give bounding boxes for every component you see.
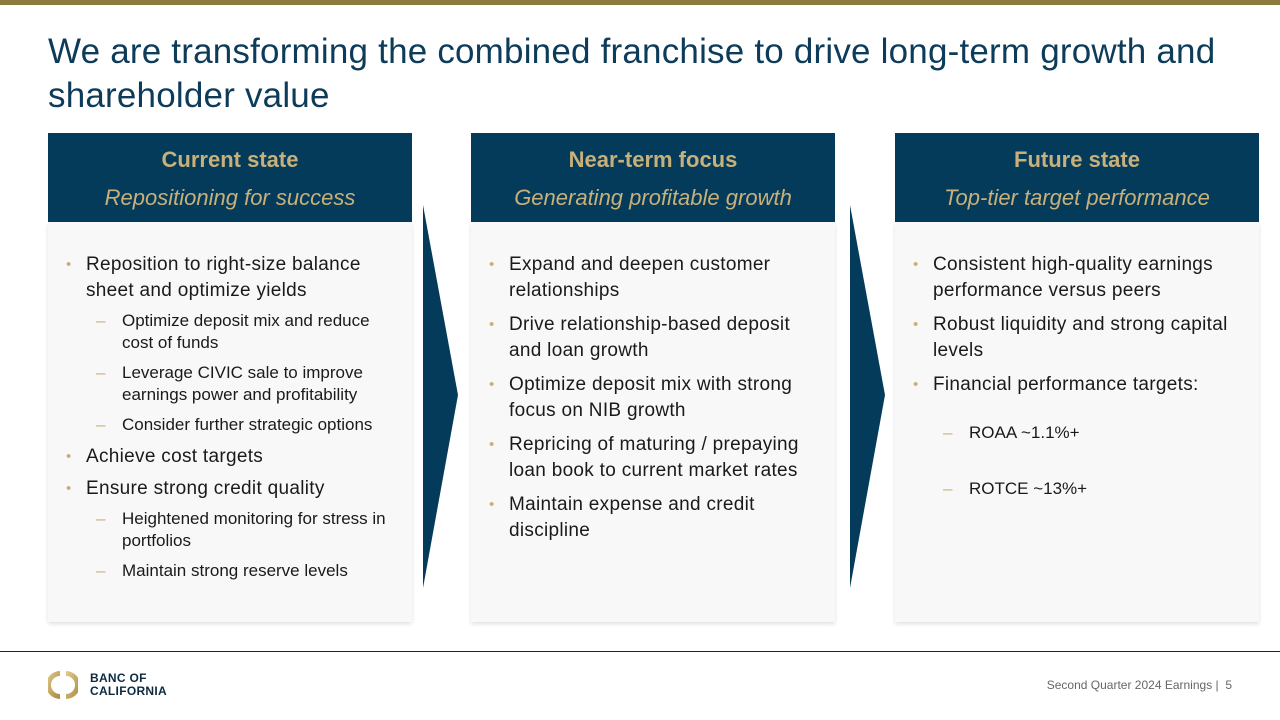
bullet-item: Drive relationship-based deposit and loa… <box>489 312 821 364</box>
logo-line-1: BANC OF <box>90 671 147 685</box>
sub-bullet-item: Maintain strong reserve levels <box>66 560 398 582</box>
sub-bullet-item: ROAA ~1.1%+ <box>913 422 1245 444</box>
bullet-item: Achieve cost targets <box>66 444 398 470</box>
footer: Second Quarter 2024 Earnings | 5 <box>1047 678 1232 692</box>
bullet-item: Reposition to right-size balance sheet a… <box>66 252 398 304</box>
footer-text: Second Quarter 2024 Earnings | <box>1046 678 1219 692</box>
bullet-item: Consistent high-quality earnings perform… <box>913 252 1245 304</box>
page-number: 5 <box>1225 678 1232 692</box>
arrow-right-icon <box>850 205 885 588</box>
column-subheading: Repositioning for success <box>104 185 356 210</box>
logo-ring-icon <box>48 671 78 699</box>
top-accent-bar <box>0 0 1280 5</box>
column-3: Future state Top-tier target performance… <box>895 133 1259 622</box>
column-heading: Current state <box>161 147 299 172</box>
footer-divider <box>0 651 1280 652</box>
bullet-item: Robust liquidity and strong capital leve… <box>913 312 1245 364</box>
column-header: Current state Repositioning for success <box>48 133 412 222</box>
arrow-right-icon <box>423 205 458 588</box>
bullet-item: Expand and deepen customer relationships <box>489 252 821 304</box>
column-2: Near-term focus Generating profitable gr… <box>471 133 835 622</box>
column-subheading: Top-tier target performance <box>944 185 1210 210</box>
sub-bullet-item: ROTCE ~13%+ <box>913 478 1245 500</box>
column-header: Future state Top-tier target performance <box>895 133 1259 222</box>
column-body: Reposition to right-size balance sheet a… <box>48 222 412 622</box>
bullet-item: Repricing of maturing / prepaying loan b… <box>489 432 821 484</box>
column-1: Current state Repositioning for success … <box>48 133 412 622</box>
bullet-item: Maintain expense and credit discipline <box>489 492 821 544</box>
sub-bullet-item: Heightened monitoring for stress in port… <box>66 508 398 552</box>
column-body: Expand and deepen customer relationships… <box>471 222 835 622</box>
sub-bullet-item: Optimize deposit mix and reduce cost of … <box>66 310 398 354</box>
column-subheading: Generating profitable growth <box>514 185 792 210</box>
page-title: We are transforming the combined franchi… <box>48 32 1216 115</box>
logo-line-2: CALIFORNIA <box>90 684 167 698</box>
bullet-item: Ensure strong credit quality <box>66 476 398 502</box>
column-heading: Near-term focus <box>568 147 738 172</box>
column-body: Consistent high-quality earnings perform… <box>895 222 1259 622</box>
sub-bullet-item: Consider further strategic options <box>66 414 398 436</box>
sub-bullet-item: Leverage CIVIC sale to improve earnings … <box>66 362 398 406</box>
column-header: Near-term focus Generating profitable gr… <box>471 133 835 222</box>
column-heading: Future state <box>1014 147 1140 172</box>
bullet-item: Financial performance targets: <box>913 372 1245 398</box>
bullet-item: Optimize deposit mix with strong focus o… <box>489 372 821 424</box>
